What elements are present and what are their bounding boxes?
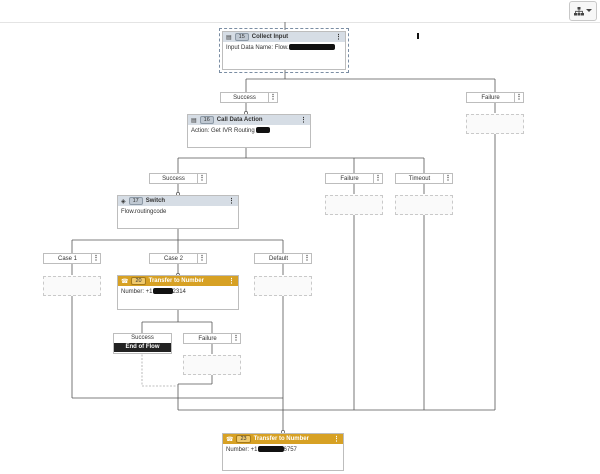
outcome-menu-button[interactable]: ⋮: [91, 254, 100, 263]
redaction: [152, 288, 173, 295]
empty-drop-target[interactable]: [43, 276, 101, 296]
node-menu-button[interactable]: ⋮: [333, 436, 340, 443]
node-title: Collect Input: [251, 34, 289, 40]
outcome-label: Failure: [340, 175, 359, 182]
failure-outcome[interactable]: Failure ⋮: [466, 92, 524, 103]
failure-outcome[interactable]: Failure ⋮: [183, 333, 241, 344]
node-body: Flow.routingcode: [118, 206, 238, 218]
transfer-icon: ☎: [121, 278, 129, 285]
call-data-action-header: ▤ 16 Call Data Action ⋮: [188, 115, 310, 125]
call-data-action-node[interactable]: ▤ 16 Call Data Action ⋮ Action: Get IVR …: [187, 114, 311, 148]
case-2-outcome[interactable]: Case 2 ⋮: [149, 253, 207, 264]
redaction: [257, 446, 284, 453]
switch-icon: ◈: [121, 198, 126, 205]
collect-input-icon: ▤: [226, 34, 232, 41]
node-body-text: Flow.routingcode: [121, 209, 167, 215]
outcome-menu-button[interactable]: ⋮: [514, 93, 523, 102]
collect-input-node[interactable]: ▤ 15 Collect Input ⋮ Input Data Name: Fl…: [222, 31, 346, 70]
outcome-menu-button[interactable]: ⋮: [268, 93, 277, 102]
node-menu-button[interactable]: ⋮: [300, 117, 307, 124]
node-body-text: Action: Get IVR Routing: [191, 128, 255, 134]
empty-drop-target[interactable]: [254, 276, 312, 296]
node-id-badge: 15: [234, 33, 249, 41]
outcome-menu-button[interactable]: ⋮: [302, 254, 311, 263]
empty-drop-target[interactable]: [325, 195, 383, 215]
node-title: Switch: [145, 198, 166, 204]
node-menu-button[interactable]: ⋮: [335, 34, 342, 41]
default-outcome[interactable]: Default ⋮: [254, 253, 312, 264]
top-toolbar: [0, 0, 600, 23]
case-1-outcome[interactable]: Case 1 ⋮: [43, 253, 101, 264]
outcome-label: Failure: [198, 335, 217, 342]
node-body-text: Number: +1: [121, 289, 153, 295]
outcome-menu-button[interactable]: ⋮: [373, 174, 382, 183]
failure-outcome[interactable]: Failure ⋮: [325, 173, 383, 184]
node-menu-button[interactable]: ⋮: [228, 198, 235, 205]
node-id-badge: 16: [199, 116, 214, 124]
end-of-flow-label: End of Flow: [114, 343, 171, 352]
redaction: [288, 44, 335, 51]
success-outcome[interactable]: Success ⋮: [149, 173, 207, 184]
flow-canvas[interactable]: ▤ 15 Collect Input ⋮ Input Data Name: Fl…: [0, 22, 600, 474]
transfer-header: ☎ 23 Transfer to Number ⋮: [223, 434, 343, 444]
layout-menu-button[interactable]: [569, 1, 597, 21]
outcome-menu-button[interactable]: ⋮: [197, 254, 206, 263]
selection-outline: [219, 28, 349, 73]
flow-connectors: [71, 22, 496, 434]
outcome-menu-button[interactable]: ⋮: [443, 174, 452, 183]
transfer-to-number-node[interactable]: ☎ 23 Transfer to Number ⋮ Number: +1 6757: [222, 433, 344, 471]
node-id-badge: 20: [131, 277, 146, 285]
org-chart-icon: [574, 6, 584, 15]
node-body: Number: +1 6757: [223, 444, 343, 456]
outcome-label: Case 2: [163, 255, 183, 262]
outcome-menu-button[interactable]: ⋮: [197, 174, 206, 183]
node-title: Transfer to Number: [148, 278, 204, 284]
node-body-suffix: 6757: [283, 447, 297, 453]
data-action-icon: ▤: [191, 117, 197, 124]
switch-header: ◈ 17 Switch ⋮: [118, 196, 238, 206]
outcome-label: Success: [233, 94, 256, 101]
end-of-flow-node[interactable]: Success End of Flow: [113, 333, 172, 354]
transfer-header: ☎ 20 Transfer to Number ⋮: [118, 276, 238, 286]
switch-node[interactable]: ◈ 17 Switch ⋮ Flow.routingcode: [117, 195, 239, 229]
transfer-icon: ☎: [226, 436, 234, 443]
node-id-badge: 17: [128, 197, 143, 205]
success-outcome[interactable]: Success ⋮: [220, 92, 278, 103]
timeout-outcome[interactable]: Timeout ⋮: [395, 173, 453, 184]
collect-input-header: ▤ 15 Collect Input ⋮: [223, 32, 345, 42]
redaction: [256, 127, 271, 134]
outcome-label: Default: [268, 255, 288, 262]
outcome-label: Success: [131, 335, 154, 341]
node-menu-button[interactable]: ⋮: [228, 278, 235, 285]
chevron-down-icon: [586, 9, 592, 12]
outcome-label: Case 1: [57, 255, 77, 262]
node-title: Call Data Action: [216, 117, 263, 123]
node-id-badge: 23: [236, 435, 251, 443]
outcome-label: Failure: [481, 94, 500, 101]
mouse-cursor: [417, 33, 419, 39]
empty-drop-target[interactable]: [183, 355, 241, 375]
node-body: Input Data Name: Flow.: [223, 42, 345, 54]
node-body-suffix: 2314: [172, 289, 186, 295]
outcome-label: Success: [162, 175, 185, 182]
empty-drop-target[interactable]: [395, 195, 453, 215]
node-body: Number: +1 2314: [118, 286, 238, 298]
outcome-label: Timeout: [408, 175, 431, 182]
node-body-text: Input Data Name: Flow.: [226, 45, 289, 51]
node-title: Transfer to Number: [253, 436, 309, 442]
empty-drop-target[interactable]: [466, 114, 524, 134]
transfer-to-number-node[interactable]: ☎ 20 Transfer to Number ⋮ Number: +1 2314: [117, 275, 239, 310]
node-body: Action: Get IVR Routing: [188, 125, 310, 137]
outcome-menu-button[interactable]: ⋮: [231, 334, 240, 343]
node-body-text: Number: +1: [226, 447, 258, 453]
